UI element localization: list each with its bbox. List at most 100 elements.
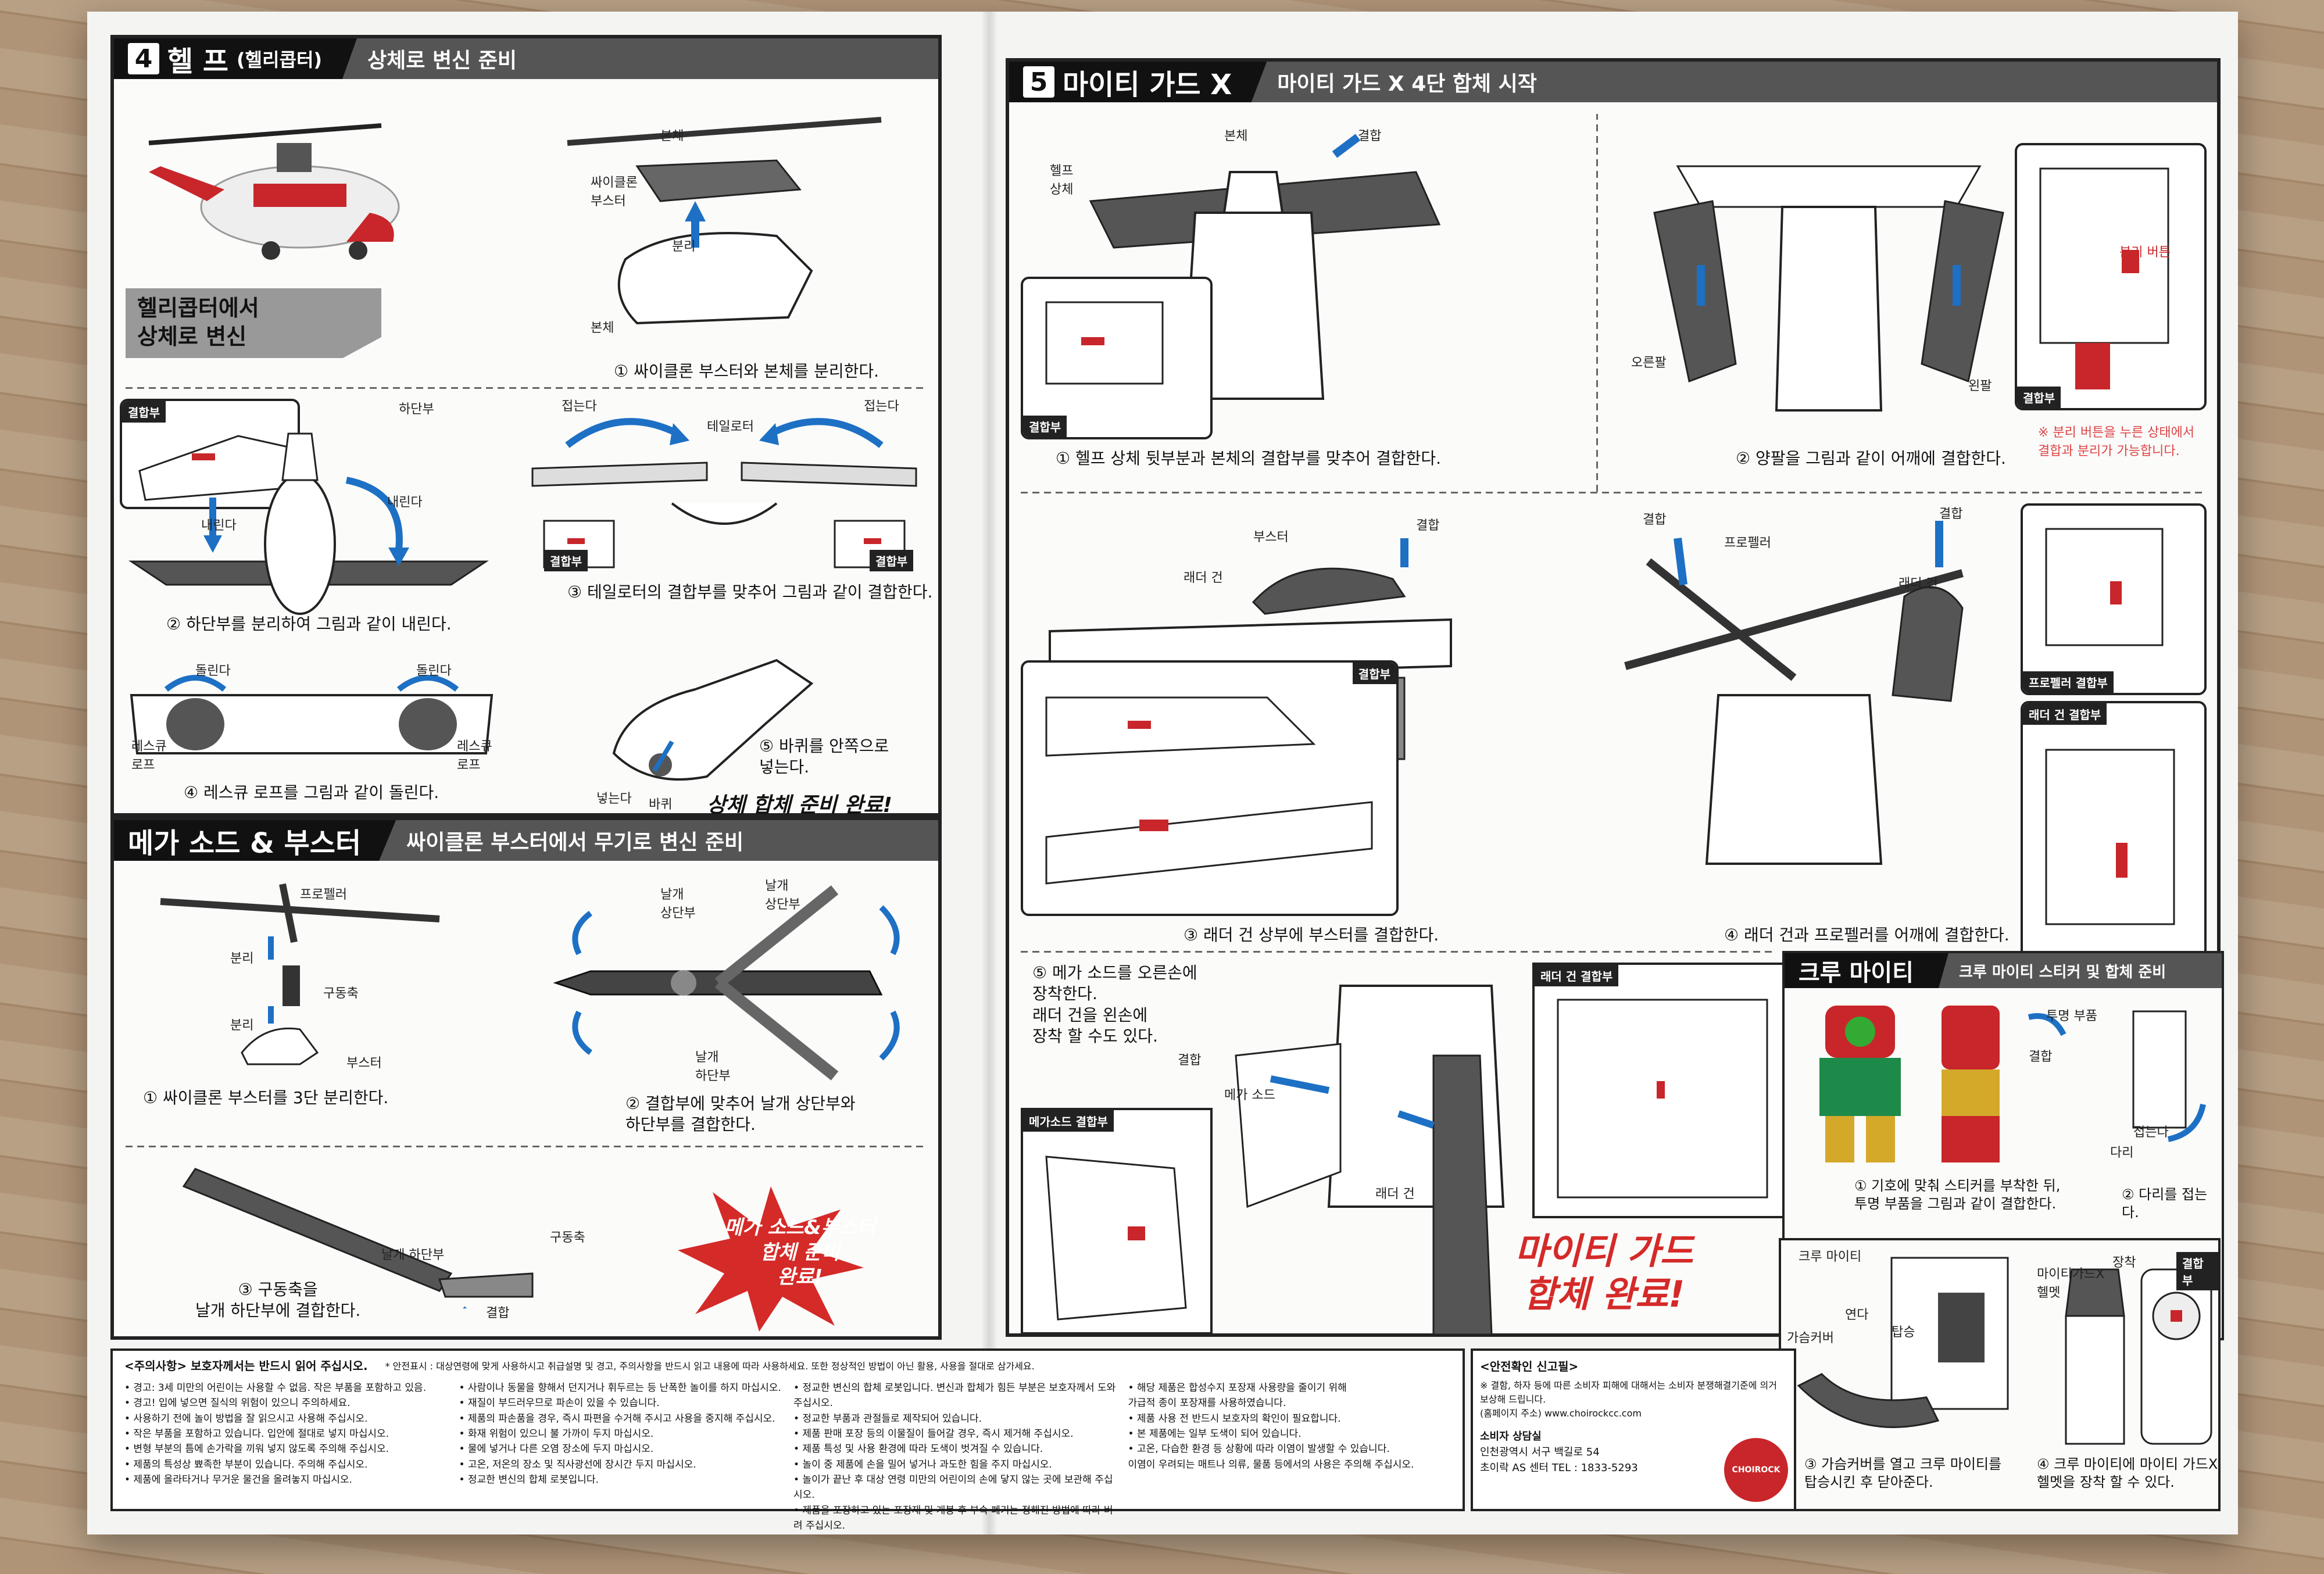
label-join-5: 결합 — [1358, 129, 1382, 144]
label-clear: 투명 부품 — [2046, 1009, 2097, 1024]
label-down2: 내린다 — [387, 495, 423, 510]
label-join-5d: 결합 — [1939, 507, 1963, 521]
caution-line: • 작은 부품을 포함하고 있습니다. 입안에 절대로 넣지 마십시오. — [124, 1428, 389, 1440]
caution-line: • 제품을 포장하고 있는 포장재 및 개봉 후 부속 폐기는 정해진 방법에 … — [793, 1504, 1113, 1532]
sep-warning: ※ 분리 버튼을 누른 상태에서 결합과 분리가 가능합니다. — [2038, 425, 2195, 459]
caution-line: • 재질이 부드러우므로 파손이 있을 수 있습니다. — [459, 1397, 660, 1410]
safety-box: <안전확인 신고필> ※ 결함, 하자 등에 따른 소비자 피해에 대해서는 소… — [1471, 1348, 1796, 1511]
label-fold2: 접는다 — [864, 399, 899, 414]
label-body: 본체 — [591, 321, 614, 335]
label-mega-sword: 메가 소드 — [1224, 1088, 1275, 1103]
mega-complete: 메가 소드&부스터 합체 준비 완료! — [724, 1216, 876, 1289]
consumer-address: 인천광역시 서구 백길로 54 — [1480, 1446, 1600, 1458]
ladder-joint-inset-2: 래더 건 결합부 — [2021, 701, 2207, 968]
caution-line: • 고온, 저온의 장소 및 직사광선에 장시간 두지 마십시오. — [459, 1458, 696, 1471]
ladder-joint-inset: 결합부 — [1021, 660, 1399, 916]
label-ladder-5b: 래더 건 — [1375, 1187, 1415, 1201]
joint-badge-right: 결합부 — [870, 550, 914, 571]
safety-note: ※ 결함, 하자 등에 따른 소비자 피해에 대해서는 소비자 분쟁해결기준에 … — [1480, 1380, 1777, 1405]
mega-step2-caption: ② 결합부에 맞추어 날개 상단부와 하단부를 결합한다. — [625, 1094, 856, 1135]
label-booster: 싸이클론 부스터 — [591, 176, 638, 209]
crew-title: 크루 마이티 — [1799, 960, 1914, 986]
label-join-5b: 결합 — [1416, 518, 1440, 533]
caution-columns: • 경고: 3세 미만의 어린이는 사용할 수 없음. 작은 부품을 포함하고 … — [124, 1380, 1451, 1533]
callout-box: 헬리콥터에서 상체로 변신 — [126, 288, 381, 358]
label-rope2: 레스큐 로프 — [457, 739, 492, 772]
s5-step5-drawing — [1235, 985, 1505, 1335]
label-tailrotor: 테일로터 — [707, 420, 754, 434]
divider — [126, 387, 928, 389]
s5-step2-drawing — [1653, 165, 2004, 412]
label-body-5: 본체 — [1224, 129, 1248, 144]
label-turn1: 돌린다 — [195, 664, 231, 678]
section-number: 4 — [128, 43, 159, 74]
ladder-joint-inset-3: 래더 건 결합부 — [1532, 963, 1794, 1218]
label-right-arm: 오른팔 — [1631, 356, 1667, 370]
consumer-center-title: 소비자 상담실 — [1480, 1430, 1542, 1443]
label-help-upper: 헬프 상체 — [1050, 164, 1074, 197]
caution-line: • 화재 위험이 있으니 불 가까이 두지 마십시오. — [459, 1428, 654, 1440]
label-fold1: 접는다 — [562, 399, 597, 414]
s4-step4-caption: ④ 레스큐 로프를 그림과 같이 돌린다. — [184, 783, 439, 802]
consumer-as-tel: 초이락 AS 센터 TEL : 1833-5293 — [1480, 1462, 1638, 1474]
label-propeller-5: 프로펠러 — [1724, 536, 1771, 550]
s5-step5-caption: ⑤ 메가 소드를 오른손에 장착한다. 래더 건을 왼손에 장착 할 수도 있다… — [1032, 963, 1197, 1046]
mega-step1-drawing — [160, 883, 440, 1065]
caution-line: • 경고: 3세 미만의 어린이는 사용할 수 없음. 작은 부품을 포함하고 … — [124, 1382, 427, 1394]
label-join-5e: 결합 — [1178, 1053, 1202, 1068]
caution-line: • 제품 특성 및 사용 환경에 따라 도색이 벗겨질 수 있습니다. — [793, 1443, 1043, 1455]
s4-complete: 상체 합체 준비 완료! — [707, 793, 892, 817]
s5-complete: 마이티 가드 합체 완료! — [1515, 1230, 1693, 1316]
s4-step1-caption: ① 싸이클론 부스터와 본체를 분리한다. — [614, 362, 879, 381]
crew-step2-caption: ② 다리를 접는다. — [2122, 1186, 2208, 1221]
mega-step3-caption: ③ 구동축을 날개 하단부에 결합한다. — [195, 1280, 361, 1321]
caution-line: • 본 제품에는 일부 도색이 되어 있습니다. — [1128, 1428, 1302, 1440]
caution-line: 이염이 우려되는 매트나 의류, 물품 등에서의 사용은 주의해 주십시오. — [1128, 1458, 1414, 1471]
label-crew-join: 결합 — [2029, 1050, 2053, 1064]
safety-title: <안전확인 신고필> — [1480, 1360, 1579, 1373]
label-fold: 접는다 — [2133, 1125, 2169, 1140]
caution-box: <주의사항> 보호자께서는 반드시 읽어 주십시오. * 안전표시 : 대상연령… — [110, 1348, 1465, 1532]
mega-step3-drawing — [182, 1168, 534, 1308]
label-down1: 내린다 — [201, 518, 237, 533]
label-wing-upper: 날개 상단부 — [660, 888, 696, 921]
section-4-panel: 4 헬 프 (헬리콥터) 상체로 변신 준비 헬리콥터에서 상체로 변신 — [110, 35, 942, 817]
s4-step5-caption: ⑤ 바퀴를 안쪽으로 넣는다. — [759, 736, 889, 777]
caution-col-1: • 경고: 3세 미만의 어린이는 사용할 수 없음. 작은 부품을 포함하고 … — [124, 1380, 448, 1533]
mega-header: 메가 소드 & 부스터 싸이클론 부스터에서 무기로 변신 준비 — [114, 820, 938, 861]
mega-joint-inset: 메가소드 결합부 — [1021, 1108, 1213, 1335]
caution-line: • 정교한 부품과 관절들로 제작되어 있습니다. — [793, 1412, 982, 1425]
label-open: 연다 — [1845, 1308, 1869, 1322]
label-crew: 크루 마이티 — [1799, 1250, 1862, 1264]
caution-note: * 안전표시 : 대상연령에 맞게 사용하시고 취급설명 및 경고, 주의사항을… — [385, 1360, 1035, 1372]
divider — [1021, 492, 2207, 493]
crew-title-bar: 크루 마이티 — [1785, 953, 1948, 988]
s5-step2-caption: ② 양팔을 그림과 같이 어깨에 결합한다. — [1736, 449, 2006, 468]
prop-joint-inset: 프로펠러 결합부 — [2021, 503, 2207, 695]
callout-line1: 헬리콥터에서 — [137, 295, 259, 321]
helicopter-photo — [148, 123, 400, 260]
crew-step2-drawing — [2132, 1010, 2206, 1142]
label-wing-upper2: 날개 상단부 — [765, 879, 800, 912]
s4-step3-caption: ③ 테일로터의 결합부를 맞추어 그림과 같이 결합한다. — [567, 582, 933, 602]
label-rope1: 레스큐 로프 — [131, 739, 167, 772]
s5-step4-caption: ④ 래더 건과 프로펠러를 어깨에 결합한다. — [1724, 925, 2010, 945]
crew-header: 크루 마이티 크루 마이티 스티커 및 합체 준비 — [1785, 953, 2222, 988]
ladder-joint-badge-2: 래더 건 결합부 — [1535, 965, 1619, 986]
crew-step4-drawing — [2065, 1268, 2212, 1445]
section-5-title: 마이티 가드 X — [1063, 69, 1232, 101]
prop-joint-badge: 프로펠러 결합부 — [2023, 671, 2114, 693]
section-5-title-bar: 5 마이티 가드 X — [1009, 62, 1267, 102]
callout-line2: 상체로 변신 — [137, 324, 247, 350]
label-booster-5: 부스터 — [1253, 530, 1289, 545]
safety-web: (홈페이지 주소) www.choirockcc.com — [1480, 1408, 1642, 1419]
caution-line: • 정교한 변신의 합체 로봇입니다. 변신과 합체가 힘든 부분은 보호자께서… — [793, 1382, 1116, 1410]
mega-title: 메가 소드 & 부스터 — [128, 827, 362, 860]
caution-line: • 사람이나 동물을 향해서 던지거나 휘두르는 등 난폭한 놀이를 하지 마십… — [459, 1382, 781, 1394]
label-separate1: 분리 — [230, 951, 254, 966]
label-wing-lower: 날개 하단부 — [695, 1050, 731, 1083]
s4-step2-caption: ② 하단부를 분리하여 그림과 같이 내린다. — [166, 614, 452, 634]
caution-line: • 제품의 파손품을 경우, 즉시 파편을 수거해 주시고 사용을 중지해 주십… — [459, 1412, 775, 1425]
label-push: 넣는다 — [596, 792, 632, 806]
mega-sword-panel: 메가 소드 & 부스터 싸이클론 부스터에서 무기로 변신 준비 프로펠러 분리… — [110, 817, 942, 1340]
